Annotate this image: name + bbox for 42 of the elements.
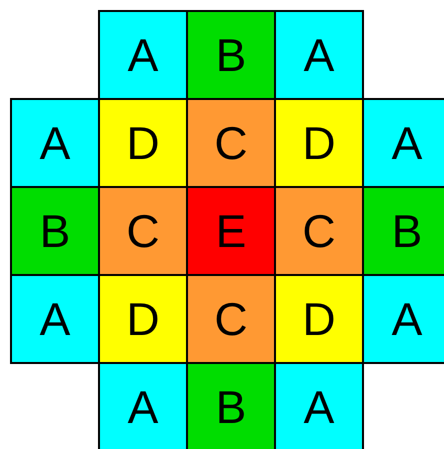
grid-square <box>274 274 364 364</box>
grid-square <box>274 10 364 100</box>
grid-square <box>98 274 188 364</box>
grid-square <box>186 10 276 100</box>
letter: D <box>126 120 160 166</box>
letter: B <box>40 208 70 254</box>
grid-square <box>98 186 188 276</box>
letter: A <box>304 384 334 430</box>
letter: A <box>128 32 158 78</box>
letter: C <box>302 208 336 254</box>
grid-square <box>98 362 188 449</box>
grid-square <box>186 274 276 364</box>
letter: B <box>216 384 246 430</box>
grid-square <box>274 362 364 449</box>
letter: A <box>40 120 70 166</box>
letter: D <box>302 120 336 166</box>
letter: C <box>126 208 160 254</box>
grid-square <box>362 186 444 276</box>
grid-square <box>362 98 444 188</box>
letter: A <box>128 384 158 430</box>
letter: D <box>302 296 336 342</box>
grid-square <box>274 98 364 188</box>
grid-square <box>186 362 276 449</box>
grid-square <box>10 98 100 188</box>
grid-square <box>274 186 364 276</box>
grid-square <box>10 274 100 364</box>
grid-square <box>362 274 444 364</box>
letter: E <box>216 208 246 254</box>
letter: D <box>126 296 160 342</box>
grid-square <box>186 98 276 188</box>
letter: A <box>40 296 70 342</box>
letter: A <box>304 32 334 78</box>
letter: A <box>392 296 422 342</box>
letter: C <box>214 296 248 342</box>
grid-square <box>98 10 188 100</box>
letter: C <box>214 120 248 166</box>
grid-square <box>186 186 276 276</box>
letter: B <box>392 208 422 254</box>
letter: B <box>216 32 246 78</box>
letter: A <box>392 120 422 166</box>
grid-square <box>98 98 188 188</box>
grid-square <box>10 186 100 276</box>
